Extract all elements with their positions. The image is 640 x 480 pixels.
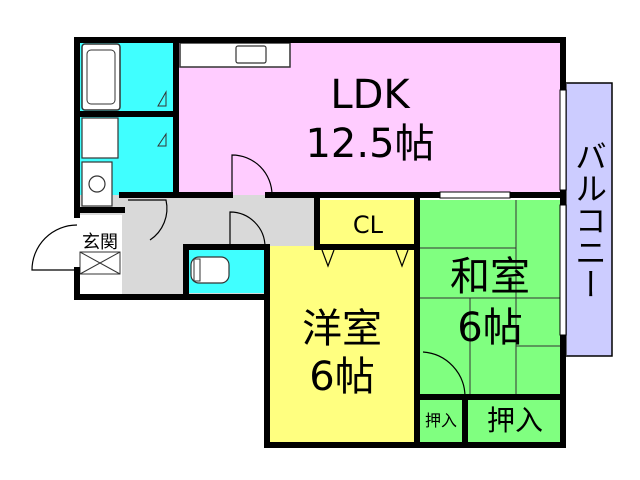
kitchen-sink	[235, 45, 267, 64]
toilet-fixture	[190, 256, 230, 284]
western-room	[267, 246, 417, 442]
western-name: 洋室	[302, 306, 382, 352]
kitchen-counter	[179, 42, 291, 68]
oshiire-large-label: 押入	[487, 404, 543, 437]
ldk-name: LDK	[330, 72, 411, 118]
windows	[439, 89, 567, 336]
japanese-name: 和室	[450, 254, 530, 300]
vanity	[81, 161, 113, 207]
oshiire-small	[418, 397, 464, 442]
oshiire-large	[467, 397, 563, 442]
japanese-size: 6帖	[457, 305, 522, 351]
balcony-label: バルコニー	[570, 140, 608, 300]
western-size: 6帖	[309, 354, 374, 400]
washer-space	[81, 117, 119, 159]
ldk-size: 12.5帖	[305, 121, 434, 167]
bathtub	[81, 43, 121, 111]
closet-label: CL	[353, 211, 384, 239]
entrance-label: 玄関	[82, 232, 118, 253]
walls	[74, 37, 566, 448]
closet	[320, 200, 415, 246]
tatami-lines	[418, 200, 563, 397]
oshiire-small-label: 押入	[425, 411, 457, 430]
balcony	[565, 82, 613, 357]
doors	[31, 154, 466, 398]
